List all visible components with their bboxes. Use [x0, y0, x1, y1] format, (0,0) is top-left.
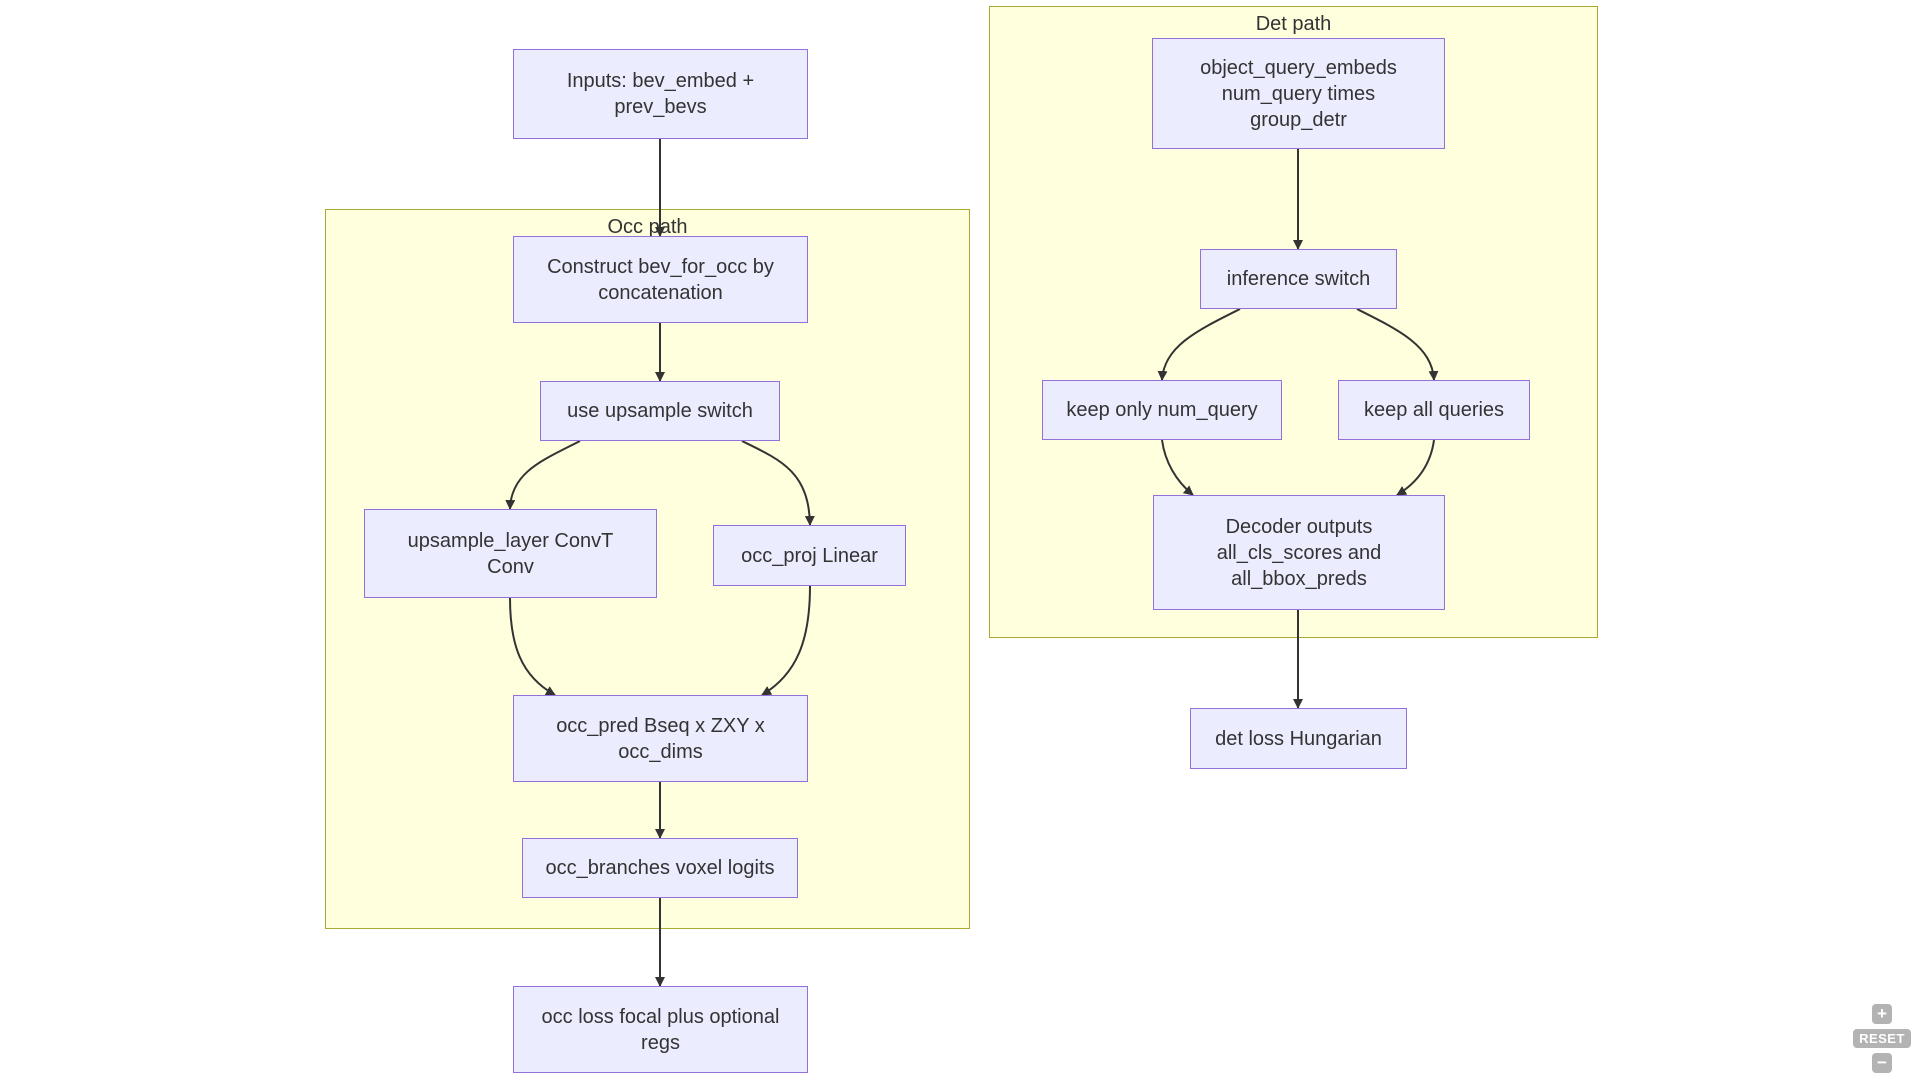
node-upsample-layer: upsample_layer ConvT Conv — [364, 509, 657, 598]
node-inference-switch: inference switch — [1200, 249, 1397, 309]
node-inference-switch-label: inference switch — [1226, 268, 1371, 290]
node-occ-pred-label: occ_pred Bseq x ZXY x occ_dims — [556, 714, 765, 763]
node-decoder-outputs-label: Decoder outputs all_cls_scores and all_b… — [1216, 515, 1382, 590]
node-occ-loss-label: occ loss focal plus optional regs — [541, 1005, 780, 1054]
node-decoder-outputs: Decoder outputs all_cls_scores and all_b… — [1153, 495, 1445, 610]
node-construct-bev-for-occ: Construct bev_for_occ by concatenation — [513, 236, 808, 323]
node-inputs: Inputs: bev_embed + prev_bevs — [513, 49, 808, 139]
node-det-loss: det loss Hungarian — [1190, 708, 1407, 769]
node-inputs-label: Inputs: bev_embed + prev_bevs — [566, 70, 755, 118]
node-keep-only-num-query: keep only num_query — [1042, 380, 1282, 440]
node-occ-loss: occ loss focal plus optional regs — [513, 986, 808, 1073]
node-occ-branches: occ_branches voxel logits — [522, 838, 798, 898]
node-object-query-embeds: object_query_embeds num_query times grou… — [1152, 38, 1445, 149]
node-upsample-layer-label: upsample_layer ConvT Conv — [407, 529, 614, 578]
zoom-out-button[interactable]: − — [1872, 1053, 1892, 1073]
zoom-reset-button[interactable]: RESET — [1853, 1029, 1911, 1048]
node-occ-proj-label: occ_proj Linear — [741, 544, 878, 567]
subgraph-det-path-title: Det path — [1255, 13, 1332, 35]
node-object-query-embeds-label: object_query_embeds num_query times grou… — [1200, 56, 1397, 131]
node-use-upsample-switch-label: use upsample switch — [567, 400, 753, 422]
zoom-in-button[interactable]: + — [1872, 1004, 1892, 1024]
node-use-upsample-switch: use upsample switch — [540, 381, 780, 441]
node-occ-branches-label: occ_branches voxel logits — [545, 857, 775, 879]
node-keep-only-num-query-label: keep only num_query — [1066, 399, 1258, 421]
node-construct-bev-for-occ-label: Construct bev_for_occ by concatenation — [547, 255, 774, 304]
node-occ-proj: occ_proj Linear — [713, 525, 906, 586]
node-det-loss-label: det loss Hungarian — [1215, 727, 1382, 750]
subgraph-occ-path-title: Occ path — [607, 216, 688, 238]
node-keep-all-queries-label: keep all queries — [1363, 399, 1505, 421]
node-occ-pred: occ_pred Bseq x ZXY x occ_dims — [513, 695, 808, 782]
node-keep-all-queries: keep all queries — [1338, 380, 1530, 440]
